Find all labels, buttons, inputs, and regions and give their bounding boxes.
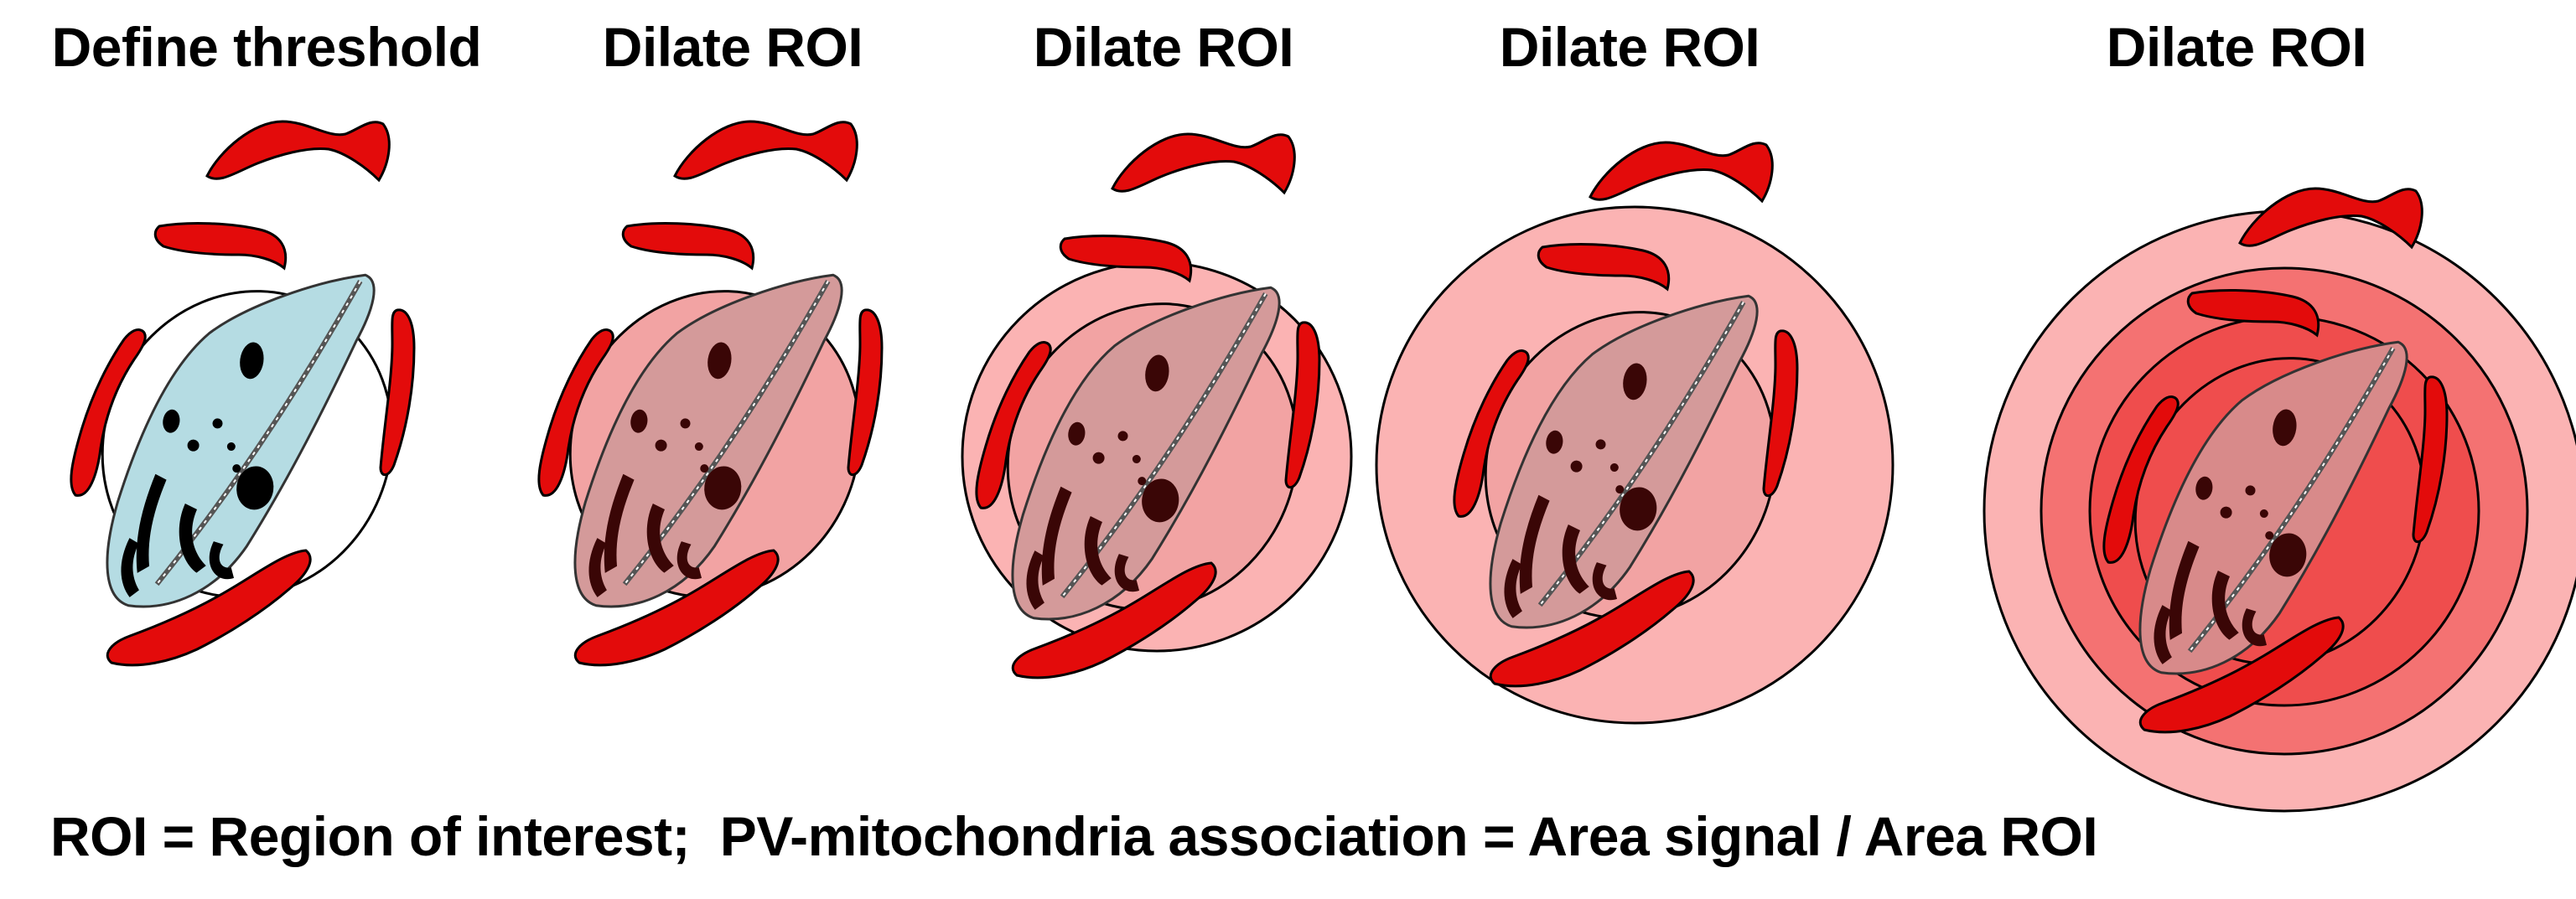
parasite-body (1004, 256, 1283, 648)
panel-dilate-4 (1983, 187, 2576, 813)
parasite-body (2132, 310, 2411, 702)
caption: ROI = Region of interest; PV-mitochondri… (50, 804, 2098, 868)
panel-define-threshold (70, 120, 416, 667)
parasite-body (567, 243, 846, 635)
panel-dilate-2 (961, 132, 1353, 679)
panel-dilate-3 (1375, 141, 1894, 725)
parasite-body (99, 243, 378, 635)
mitochondrion (153, 222, 288, 270)
mitochondrion (673, 120, 858, 182)
panel-title-dilate-roi-1: Dilate ROI (602, 16, 863, 78)
mitochondrion (205, 120, 391, 182)
panel-title-dilate-roi-2: Dilate ROI (1033, 16, 1294, 78)
caption-roi-definition: ROI = Region of interest; (50, 805, 691, 867)
mitochondrion (1111, 132, 1296, 194)
mitochondrion (1589, 141, 1774, 203)
panel-title-dilate-roi-3: Dilate ROI (1499, 16, 1760, 78)
panel-dilate-1 (537, 120, 884, 667)
caption-association-formula: PV-mitochondria association = Area signa… (719, 805, 2098, 867)
panel-title-dilate-roi-4: Dilate ROI (2106, 16, 2367, 78)
panels-layer (70, 120, 2576, 813)
parasite-body (1482, 264, 1761, 656)
panel-title-define-threshold: Define threshold (51, 16, 482, 78)
mitochondrion (621, 222, 755, 270)
